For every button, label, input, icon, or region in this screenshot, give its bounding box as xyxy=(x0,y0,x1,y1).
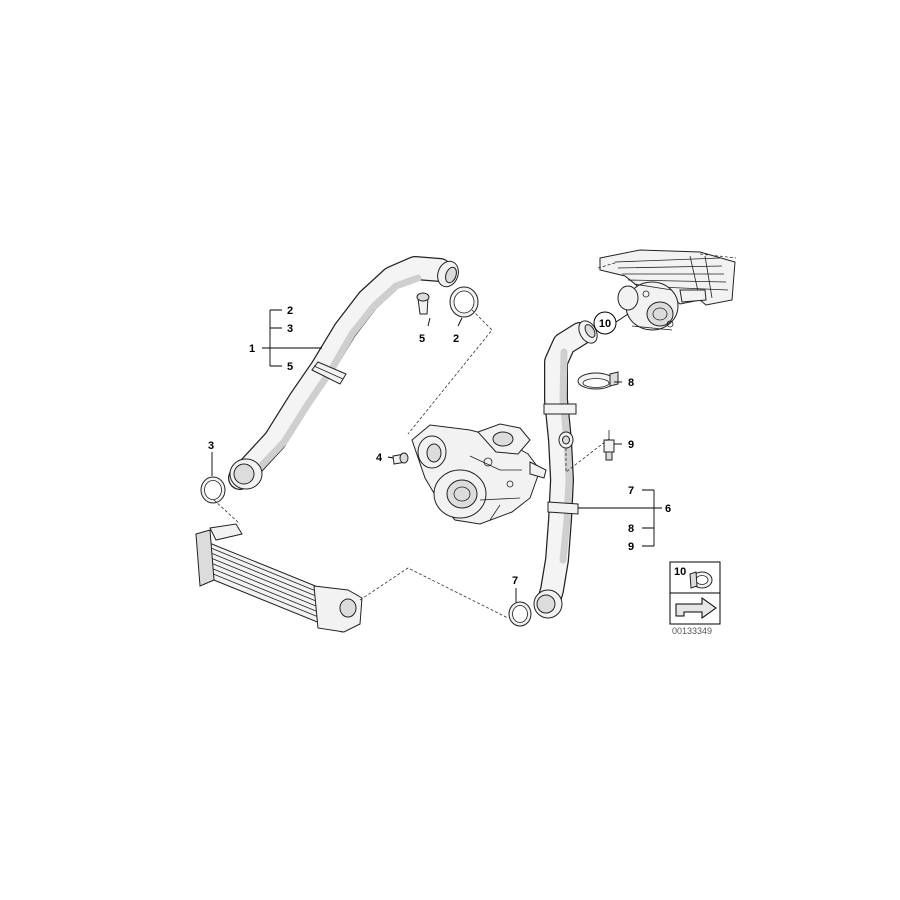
drawing-id: 00133349 xyxy=(672,626,712,636)
callout-4: 4 xyxy=(376,452,383,464)
intercooler xyxy=(195,523,363,633)
callout-1-sub-5: 5 xyxy=(287,361,293,373)
leader-lines xyxy=(211,309,662,602)
callout-1: 1 xyxy=(249,343,255,355)
callout-6-sub-9: 9 xyxy=(628,541,634,553)
callout-6-sub-8: 8 xyxy=(628,523,634,535)
charge-air-hose-left xyxy=(228,256,459,490)
callout-5: 5 xyxy=(419,333,425,345)
callout-6-sub-7: 7 xyxy=(628,485,634,497)
sensor-port xyxy=(558,431,574,449)
callout-10-circled: 10 xyxy=(593,311,617,335)
turbocharger xyxy=(411,423,547,525)
hose-clamp-band-upper xyxy=(543,403,577,415)
callout-1-sub-2: 2 xyxy=(287,305,293,317)
callout-labels: 1 2 3 5 5 2 3 4 7 8 9 6 7 8 9 10 xyxy=(208,305,671,587)
callout-8: 8 xyxy=(628,377,634,389)
bolt-4 xyxy=(392,452,409,465)
inset-number: 10 xyxy=(674,566,686,578)
callout-7: 7 xyxy=(512,575,518,587)
callout-9: 9 xyxy=(628,439,634,451)
bolt-5 xyxy=(416,292,430,315)
callout-2: 2 xyxy=(453,333,459,345)
seal-ring-2 xyxy=(449,286,479,318)
hose-clamp-band xyxy=(311,361,347,385)
seal-ring-3 xyxy=(200,476,226,504)
callout-3: 3 xyxy=(208,440,214,452)
hose-clamp-band-lower xyxy=(547,501,579,515)
intake-manifold xyxy=(597,249,737,306)
hose-clamp-8 xyxy=(577,371,619,390)
hose-clamp-icon xyxy=(689,571,713,589)
assembly-lines xyxy=(213,309,611,619)
sensor-9 xyxy=(603,430,615,461)
charge-air-hose-right xyxy=(533,320,598,619)
arrow-icon xyxy=(675,597,717,619)
callout-1-sub-3: 3 xyxy=(287,323,293,335)
seal-ring-7 xyxy=(508,601,532,627)
throttle-housing xyxy=(617,281,679,331)
inset-box: 10 xyxy=(669,561,721,625)
callout-10: 10 xyxy=(599,318,611,330)
callout-6: 6 xyxy=(665,503,671,515)
